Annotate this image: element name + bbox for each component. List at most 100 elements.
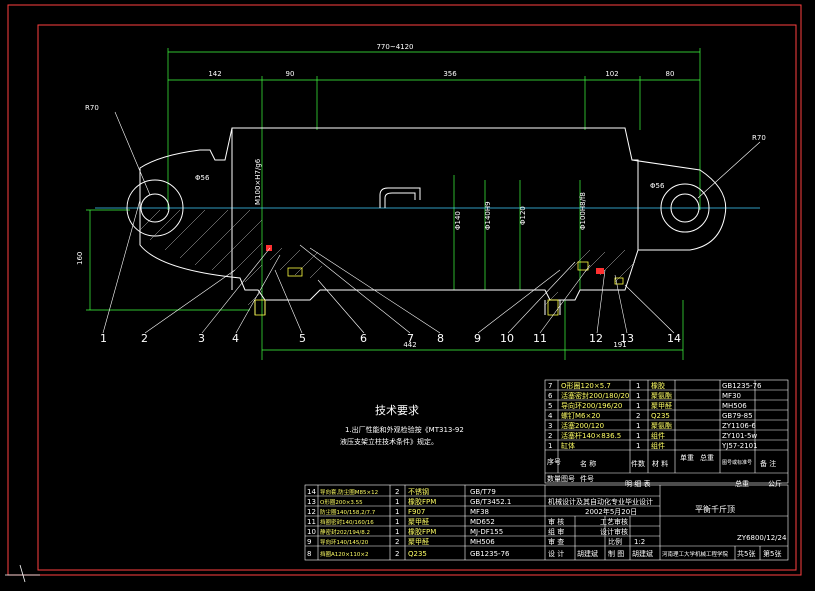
balloon-1: 1 [100, 332, 107, 345]
bom-u-mat: 聚氨酯 [651, 391, 672, 400]
bom-l-no: 14 [307, 488, 316, 496]
bom-u-std: MF30 [722, 392, 741, 400]
bom-u-h-mat: 材 料 [652, 459, 668, 468]
dim-442: 442 [403, 341, 416, 349]
bom-upper-table [544, 379, 789, 484]
bom-u-mat: 聚氨酯 [651, 421, 672, 430]
bom-upper-rows: 7 O形圈120×5.7 1 橡胶 GB1235-76 6 活塞密封200/18… [547, 381, 782, 488]
bom-u-std: ZY1106-6 [722, 422, 756, 430]
balloon-11: 11 [533, 332, 547, 345]
tb-process: 工艺审核 [600, 517, 628, 526]
bom-l-std: GB/T79 [470, 488, 496, 496]
drawing-date: 2002年5月20日 [585, 507, 637, 516]
bom-l-mat: 橡胶FPM [408, 497, 436, 506]
dim-191: 191 [613, 341, 626, 349]
bom-u-f3: 明 细 表 [625, 479, 650, 488]
dim-356: 356 [443, 70, 457, 78]
bom-l-name: 挡圈A120×110×2 [320, 550, 368, 558]
balloon-4: 4 [232, 332, 239, 345]
title-block: 机械设计及其自动化专业毕业设计 2002年5月20日 审 核 工艺审核 组 审 … [548, 497, 787, 558]
bom-l-no: 9 [307, 538, 311, 546]
bom-u-name: O形圈120×5.7 [561, 382, 611, 390]
dim-r70-right: R70 [752, 134, 766, 142]
bom-l-mat: F907 [408, 508, 425, 516]
bom-l-no: 11 [307, 518, 316, 526]
seal-markers [266, 245, 604, 274]
bom-l-name: 导向套,防尘圈M85×12 [320, 488, 378, 496]
bom-l-no: 13 [307, 498, 316, 506]
bom-u-mat: 组件 [651, 431, 665, 440]
balloon-numbers: 1 2 3 4 5 6 7 8 9 10 11 12 13 14 [100, 332, 681, 345]
inner-frame [37, 24, 797, 571]
bom-l-mat: 聚甲醛 [408, 537, 429, 546]
weight-unit: 公斤 [768, 479, 782, 488]
balloon-13: 13 [620, 332, 634, 345]
balloon-14: 14 [667, 332, 681, 345]
bom-u-std: GB1235-76 [722, 382, 762, 390]
bom-u-std: MH506 [722, 402, 747, 410]
bom-l-qty: 1 [395, 518, 399, 526]
dim-80: 80 [666, 70, 675, 78]
dim-overall: 770~4120 [376, 43, 413, 51]
bom-l-std: MH506 [470, 538, 495, 546]
bom-l-std: GB1235-76 [470, 550, 510, 558]
dimension-lines [86, 48, 701, 360]
bom-l-mat: Q235 [408, 550, 427, 558]
bom-u-h-note: 备 注 [760, 459, 776, 468]
drawing-scale: 1:2 [634, 538, 645, 546]
drawing-number: ZY6800/12/24 [737, 534, 787, 542]
bom-u-std: GB79-85 [722, 412, 753, 420]
bom-u-name: 螺钉M6×20 [561, 411, 600, 420]
dim-102: 102 [605, 70, 618, 78]
tb-person-2: 胡建斌 [632, 549, 653, 558]
bom-l-no: 10 [307, 528, 316, 536]
bom-u-name: 活塞200/120 [561, 421, 604, 430]
dim-phi100: Φ100H8/f8 [579, 192, 587, 230]
bom-lower-rows: 14 导向套,防尘圈M85×12 2 不锈钢 GB/T79 13 O形圈200×… [307, 487, 511, 558]
bom-l-name: 防尘圈140/158,2/7.7 [320, 508, 376, 516]
bom-l-qty: 2 [395, 550, 399, 558]
bom-u-qty: 1 [636, 382, 640, 390]
bom-u-no: 6 [548, 392, 553, 400]
bom-u-no: 4 [548, 412, 553, 420]
sheet-number: 第5张 [763, 549, 781, 558]
bom-u-name: 活塞杆140×836.5 [561, 431, 621, 440]
bom-u-qty: 1 [636, 402, 640, 410]
tb-check: 审 核 [548, 517, 564, 526]
bom-u-mat: 组件 [651, 441, 665, 450]
bom-u-name: 活塞密封200/180/20 [561, 391, 629, 400]
tech-req-line2: 液压支架立柱技术条件》规定。 [340, 437, 438, 446]
balloon-12: 12 [589, 332, 603, 345]
bom-u-h-qty: 件数 [631, 459, 645, 468]
dim-phi120: Φ120 [519, 206, 527, 225]
bom-l-qty: 2 [395, 538, 399, 546]
bom-u-h-std: 图号或标准号 [722, 459, 752, 466]
balloon-7: 7 [407, 332, 414, 345]
bom-u-name: 导向环200/196/20 [561, 401, 622, 410]
tb-person-1: 胡建斌 [577, 549, 598, 558]
bom-u-h-unitw: 单重 [680, 453, 694, 462]
section-hatch [139, 209, 636, 306]
bom-u-h-name: 名 称 [580, 459, 596, 468]
bom-l-std: MD652 [470, 518, 495, 526]
tech-req-line1: 1.出厂性能和外观检验按《MT313-92 [345, 425, 464, 434]
balloon-6: 6 [360, 332, 367, 345]
bom-l-no: 12 [307, 508, 316, 516]
tb-design-check: 设计审核 [600, 527, 628, 536]
bom-l-std: GB/T3452.1 [470, 498, 511, 506]
bom-u-f2: 件号 [580, 474, 594, 483]
bom-u-no: 2 [548, 432, 552, 440]
leader-lines [102, 111, 761, 334]
bom-l-name: 挡圈密封140/160/16 [320, 518, 374, 526]
bom-u-h-totalw: 总重 [700, 453, 714, 462]
bom-u-no: 3 [548, 422, 552, 430]
bom-u-mat: 聚甲醛 [651, 401, 672, 410]
dim-phi140h9: Φ140H9 [484, 201, 492, 230]
bom-u-qty: 2 [636, 412, 640, 420]
tb-design: 设 计 [548, 549, 564, 558]
school-name: 河南理工大学机械工程学院 [662, 550, 729, 558]
bom-u-qty: 1 [636, 442, 640, 450]
dim-142: 142 [208, 70, 221, 78]
dim-fit: M100×H7/g6 [254, 158, 262, 205]
